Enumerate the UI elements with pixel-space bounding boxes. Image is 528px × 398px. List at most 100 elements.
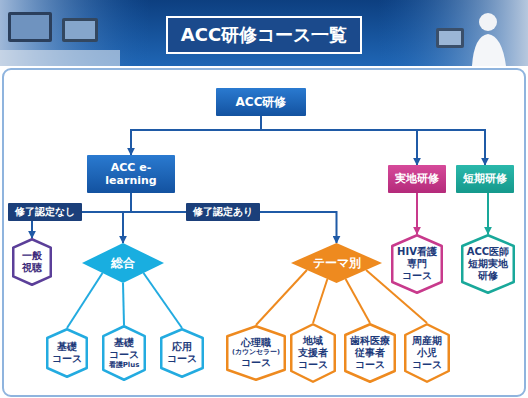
node-text: 歯科医療 従事者 コース <box>350 335 390 371</box>
node-text: 基礎 コース <box>109 337 139 361</box>
course-hexagon: 周産期 小児 コース <box>404 323 450 383</box>
process-box: ACC研修 <box>216 88 306 116</box>
process-box: ACC e-learning <box>87 155 175 193</box>
connector <box>260 212 337 243</box>
node-label-group: 周産期 小児 コース <box>412 335 442 371</box>
hexagon-path <box>13 239 51 285</box>
hexagon-path <box>103 326 145 380</box>
header-photo <box>0 0 150 66</box>
desk-figure <box>0 50 120 66</box>
connector <box>313 279 327 323</box>
title-box: ACC研修コース一覧 <box>166 16 362 54</box>
node-text: 地域 支援者 コース <box>298 335 328 371</box>
course-hexagon: 一般 視聴 <box>12 238 52 286</box>
connector <box>123 283 124 325</box>
connector <box>346 279 370 323</box>
node-label-group: 総合 <box>111 256 135 270</box>
node-text: 修了認定なし <box>15 206 75 218</box>
node-text: 心理職 <box>241 337 271 349</box>
connector <box>67 273 103 328</box>
hexagon-path <box>345 324 395 382</box>
node-label-group: ACC医師 短期実地 研修 <box>467 246 509 282</box>
course-hexagon: 歯科医療 従事者 コース <box>344 323 396 383</box>
diamond-path <box>291 243 382 283</box>
node-text: ACC e-learning <box>92 161 170 187</box>
node-label-group: 地域 支援者 コース <box>298 335 328 371</box>
monitor-figure <box>8 12 52 42</box>
process-box: 実地研修 <box>388 165 446 193</box>
node-text: 応用 コース <box>167 341 197 365</box>
course-hexagon: 地域 支援者 コース <box>290 323 336 383</box>
hexagon-path <box>392 235 442 293</box>
course-hexagon: 基礎 コース <box>46 328 88 378</box>
connector <box>131 116 261 155</box>
node-text: 一般 視聴 <box>22 250 42 274</box>
connector <box>416 193 418 234</box>
category-diamond: テーマ別 <box>291 243 382 283</box>
monitor-screen <box>11 15 49 39</box>
node-label-group: ACC e-learning <box>92 161 170 187</box>
hexagon-path <box>291 324 335 382</box>
connector <box>131 193 186 212</box>
node-text: ACC医師 短期実地 研修 <box>467 246 509 282</box>
page-title: ACC研修コース一覧 <box>181 23 347 47</box>
hexagon-path <box>47 329 87 377</box>
process-box: 短期研修 <box>456 165 514 193</box>
diamond-path <box>82 243 164 283</box>
node-text: 基礎 コース <box>52 341 82 365</box>
course-hexagon: ACC医師 短期実地 研修 <box>461 234 515 294</box>
node-text: コース <box>241 357 271 369</box>
node-label-group: 修了認定なし <box>15 206 75 218</box>
condition-label: 修了認定なし <box>8 203 82 221</box>
node-text: 総合 <box>111 256 135 270</box>
connector <box>261 116 485 165</box>
node-text: 看護Plus <box>109 361 140 369</box>
connector <box>123 212 186 243</box>
header-photo <box>378 0 528 66</box>
person-head <box>479 13 497 31</box>
course-hexagon: 心理職(カウンセラー)コース <box>226 325 286 381</box>
hexagon-path <box>462 235 514 293</box>
node-label-group: 応用 コース <box>167 341 197 365</box>
node-label-group: ACC研修 <box>236 95 287 109</box>
condition-label: 修了認定あり <box>186 203 260 221</box>
monitor-screen <box>439 31 461 45</box>
connector <box>487 193 489 234</box>
connector <box>256 270 307 325</box>
content-panel <box>3 69 525 396</box>
node-label-group: 基礎 コース <box>52 341 82 365</box>
header-band <box>0 0 528 66</box>
node-label-group: テーマ別 <box>313 256 361 270</box>
node-label-group: 心理職(カウンセラー)コース <box>232 337 280 369</box>
node-text: HIV看護 専門 コース <box>397 246 437 282</box>
node-label-group: HIV看護 専門 コース <box>397 246 437 282</box>
connector <box>144 273 183 328</box>
node-text: テーマ別 <box>313 256 361 270</box>
hexagon-path <box>161 329 203 377</box>
monitor-screen <box>65 21 95 39</box>
category-diamond: 総合 <box>82 243 164 283</box>
node-label-group: 一般 視聴 <box>22 250 42 274</box>
node-label-group: 修了認定あり <box>193 206 253 218</box>
monitor-figure <box>62 18 98 42</box>
course-hexagon: 基礎 コース看護Plus <box>102 325 146 381</box>
node-label-group: 歯科医療 従事者 コース <box>350 335 390 371</box>
node-text: 修了認定あり <box>193 206 253 218</box>
node-text: (カウンセラー) <box>232 349 280 357</box>
connector <box>261 116 417 165</box>
node-text: 周産期 小児 コース <box>412 335 442 371</box>
person-body <box>472 34 506 66</box>
node-label-group: 実地研修 <box>395 172 439 185</box>
node-label-group: 基礎 コース看護Plus <box>109 337 140 369</box>
node-text: ACC研修 <box>236 95 287 109</box>
course-hexagon: HIV看護 専門 コース <box>391 234 443 294</box>
connector <box>82 193 131 212</box>
connector <box>31 221 33 238</box>
course-hexagon: 応用 コース <box>160 328 204 378</box>
hexagon-path <box>405 324 449 382</box>
node-text: 実地研修 <box>395 172 439 185</box>
node-text: 短期研修 <box>463 172 507 185</box>
node-label-group: 短期研修 <box>463 172 507 185</box>
monitor-figure <box>436 28 464 48</box>
